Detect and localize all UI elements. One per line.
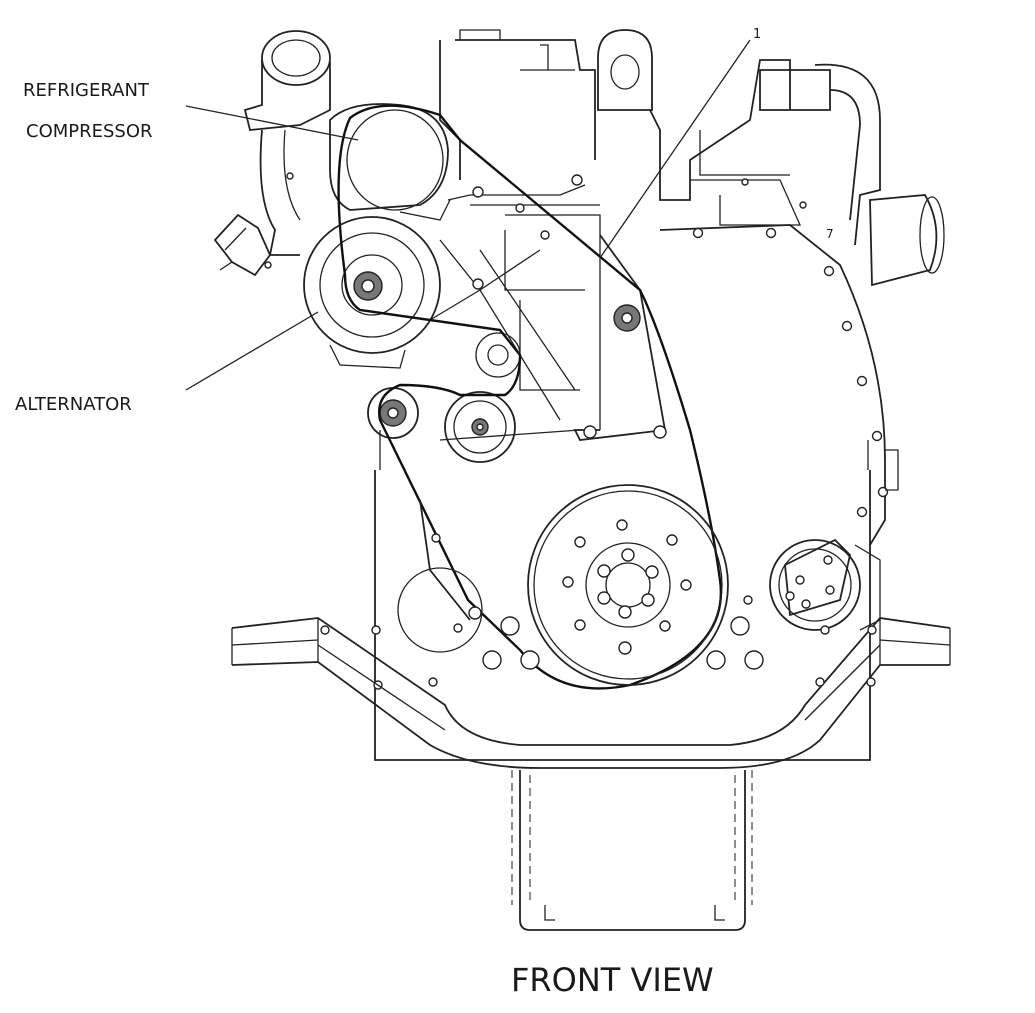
water-pump-pulley — [769, 538, 881, 631]
turbo-intake-left — [243, 30, 331, 269]
serpentine-belt — [337, 104, 723, 690]
item-1-leader-line — [599, 39, 751, 259]
label-refrigerant: REFRIGERANT — [23, 80, 150, 101]
oil-pan — [511, 770, 753, 931]
alternator-leader-line — [185, 311, 319, 391]
engine-block — [374, 29, 871, 761]
intake-piping-right — [690, 63, 945, 287]
callout-leaders — [185, 39, 751, 391]
view-title: FRONT VIEW — [511, 961, 714, 999]
lower-left-housing — [397, 499, 753, 653]
label-compressor: COMPRESSOR — [26, 121, 153, 142]
idler-pulleys — [367, 332, 521, 463]
label-alternator: ALTERNATOR — [15, 394, 132, 415]
crankshaft-damper — [527, 484, 729, 686]
alternator — [303, 216, 441, 369]
front-cover — [659, 224, 899, 546]
mounting-brackets — [429, 174, 667, 441]
front-mount-crossmember — [231, 617, 951, 769]
compressor-leader-line — [185, 105, 359, 141]
label-item-7: 7 — [826, 227, 834, 241]
label-item-1: 1 — [753, 27, 761, 42]
coolant-fitting-left — [213, 213, 272, 277]
